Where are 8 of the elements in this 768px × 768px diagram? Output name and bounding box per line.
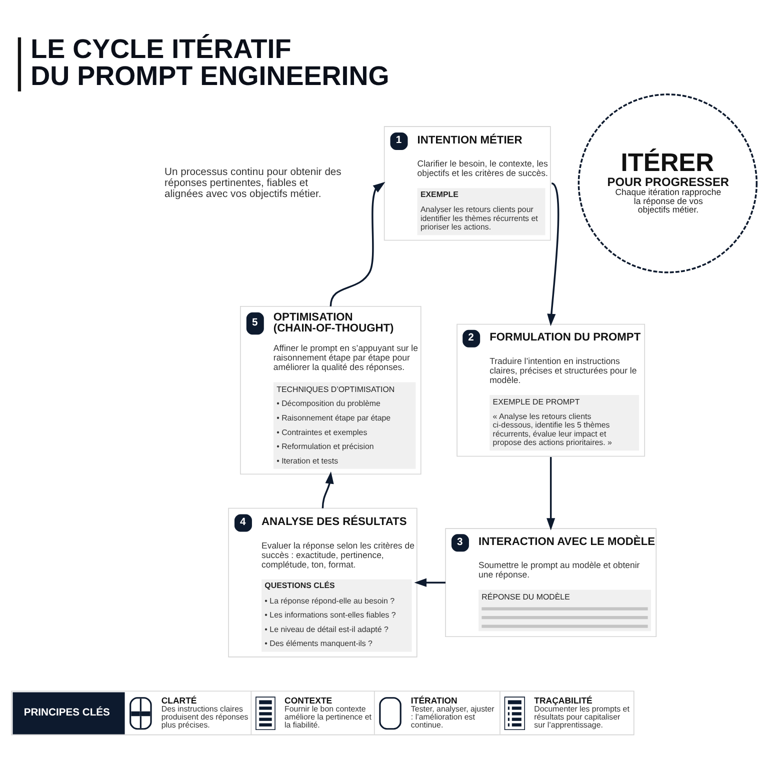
arrow	[330, 181, 386, 306]
arrow	[322, 470, 334, 508]
diagram-title: LE CYCLE ITÉRATIF DU PROMPT ENGINEERING	[30, 34, 390, 91]
arrow	[414, 578, 446, 586]
arrow	[546, 456, 556, 530]
label: Un processus continu pour obtenir des réponses pertinentes, fiables et alignées avec vos objectifs métier.	[164, 166, 342, 200]
node-circle: ITÉRER POUR PROGRESSER Chaque itération rapproche la réponse de vos objectifs métier.	[578, 93, 758, 273]
arrow	[547, 182, 560, 326]
